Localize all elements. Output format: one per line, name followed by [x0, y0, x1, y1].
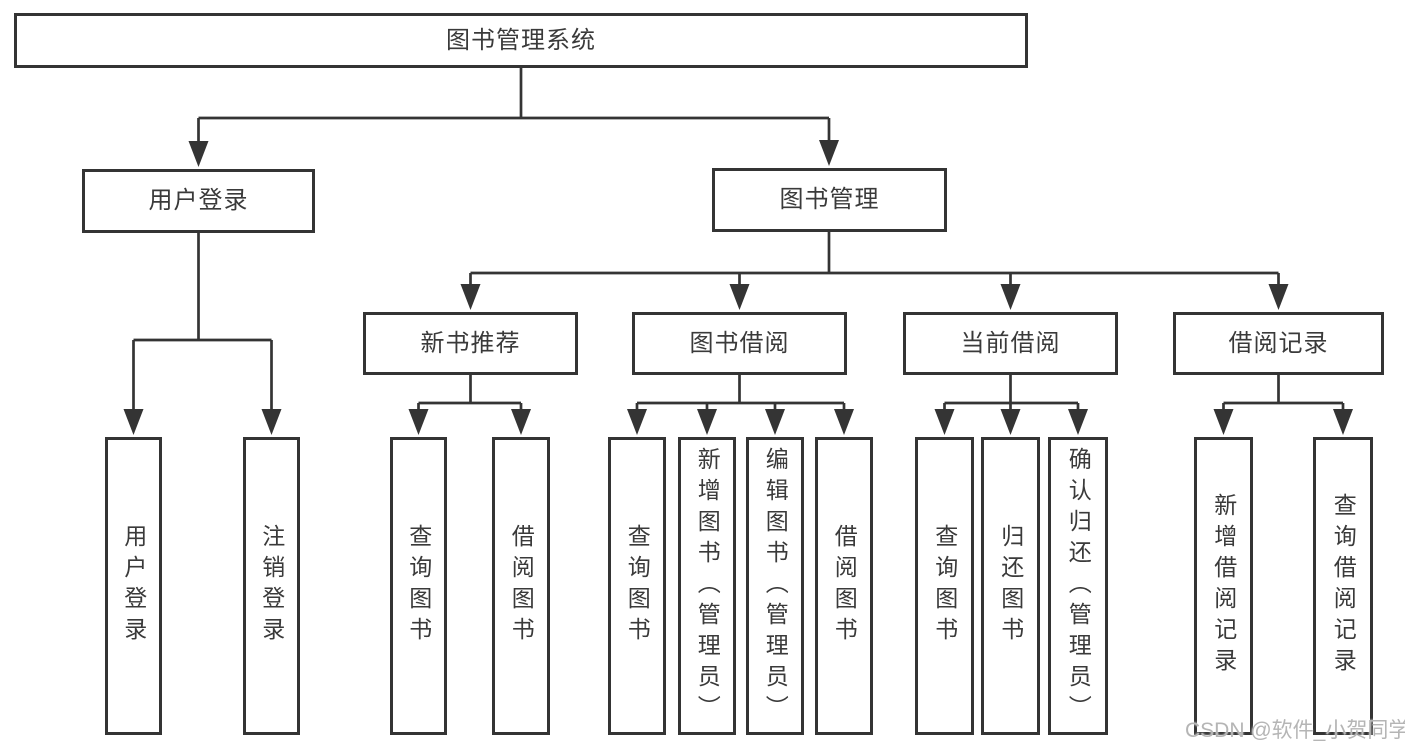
leaf-edit-books-admin: 编辑图书（管理员） — [746, 437, 804, 735]
leaf-add-borrow-record: 新增借阅记录 — [1194, 437, 1253, 735]
leaf-add-books-admin-label: 新增图书（管理员） — [694, 446, 721, 726]
leaf-borrow-books-1-label: 借阅图书 — [508, 524, 535, 648]
node-current-borrowing: 当前借阅 — [903, 312, 1118, 375]
leaf-return-books-label: 归还图书 — [997, 524, 1024, 648]
arrowheads — [123, 140, 1353, 435]
leaf-logout: 注销登录 — [243, 437, 300, 735]
node-library-system: 图书管理系统 — [14, 13, 1028, 68]
leaf-query-books-1-label: 查询图书 — [405, 524, 432, 648]
node-user-login-label: 用户登录 — [148, 187, 249, 215]
leaf-query-borrow-record-label: 查询借阅记录 — [1330, 493, 1357, 679]
leaf-borrow-books-1: 借阅图书 — [492, 437, 550, 735]
leaf-add-books-admin: 新增图书（管理员） — [678, 437, 736, 735]
leaf-borrow-books-2: 借阅图书 — [815, 437, 873, 735]
node-book-borrowing: 图书借阅 — [632, 312, 847, 375]
csdn-watermark: CSDN @软件_小贺同学 — [1185, 719, 1405, 742]
leaf-confirm-return-admin-label: 确认归还（管理员） — [1065, 446, 1092, 726]
leaf-query-books-2: 查询图书 — [608, 437, 666, 735]
leaf-query-books-2-label: 查询图书 — [624, 524, 651, 648]
leaf-query-borrow-record: 查询借阅记录 — [1313, 437, 1373, 735]
node-current-borrowing-label: 当前借阅 — [960, 329, 1061, 357]
leaf-user-login-label: 用户登录 — [120, 524, 147, 648]
leaf-query-books-3: 查询图书 — [915, 437, 974, 735]
node-book-management: 图书管理 — [712, 168, 947, 232]
leaf-borrow-books-2-label: 借阅图书 — [831, 524, 858, 648]
node-borrowing-records: 借阅记录 — [1173, 312, 1384, 375]
node-user-login: 用户登录 — [82, 169, 315, 233]
node-borrowing-records-label: 借阅记录 — [1228, 329, 1329, 357]
node-new-book-recommend: 新书推荐 — [363, 312, 578, 375]
node-book-management-label: 图书管理 — [779, 186, 880, 214]
node-book-borrowing-label: 图书借阅 — [689, 329, 790, 357]
leaf-return-books: 归还图书 — [981, 437, 1040, 735]
leaf-confirm-return-admin: 确认归还（管理员） — [1048, 437, 1108, 735]
leaf-query-books-3-label: 查询图书 — [931, 524, 958, 648]
node-library-system-label: 图书管理系统 — [446, 26, 596, 54]
leaf-query-books-1: 查询图书 — [390, 437, 447, 735]
leaf-logout-label: 注销登录 — [258, 524, 285, 648]
leaf-edit-books-admin-label: 编辑图书（管理员） — [762, 446, 789, 726]
leaf-add-borrow-record-label: 新增借阅记录 — [1210, 493, 1237, 679]
leaf-user-login: 用户登录 — [105, 437, 162, 735]
node-new-book-recommend-label: 新书推荐 — [420, 329, 521, 357]
